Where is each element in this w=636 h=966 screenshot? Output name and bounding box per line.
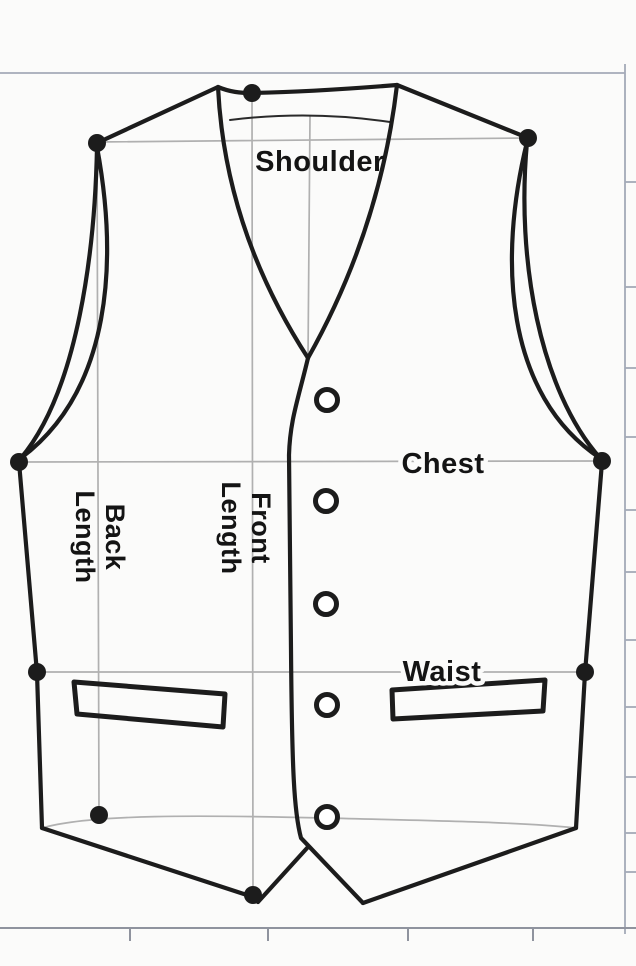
front-length-label: FrontLength bbox=[216, 482, 276, 575]
back-length-measure-line bbox=[96, 142, 100, 816]
left-panel-hem bbox=[39, 825, 311, 905]
right-pocket bbox=[389, 677, 548, 722]
vest-button-2 bbox=[313, 488, 339, 514]
left-waist-dot bbox=[28, 663, 46, 681]
ruler-bottom-ticks bbox=[129, 928, 534, 941]
right-side-seam bbox=[573, 459, 605, 831]
vest-button-5 bbox=[314, 804, 340, 830]
back-neck-edge bbox=[215, 82, 400, 96]
back-length-label: BackLength bbox=[70, 491, 130, 584]
front-length-top-dot bbox=[243, 84, 261, 102]
labels: Shoulder Chest Waist BackLength FrontLen… bbox=[70, 146, 489, 693]
chest-measure-line bbox=[18, 460, 603, 463]
measurement-dots bbox=[10, 84, 611, 904]
ruler-frame bbox=[0, 64, 636, 941]
front-length-measure-line bbox=[251, 92, 254, 898]
left-side-seam bbox=[16, 459, 45, 831]
vest-button-1 bbox=[314, 387, 340, 413]
shoulder-label: Shoulder bbox=[255, 146, 385, 178]
pockets bbox=[71, 677, 548, 730]
waist-label: Waist bbox=[403, 656, 482, 688]
vest-outline bbox=[16, 82, 605, 906]
right-shoulder-dot bbox=[519, 129, 537, 147]
center-front-measure-line bbox=[307, 115, 311, 359]
vest-button-4 bbox=[314, 692, 340, 718]
ruler-right-ticks bbox=[625, 181, 636, 873]
hem-measure-line bbox=[41, 815, 577, 829]
left-armhole-front-edge bbox=[18, 144, 110, 461]
shoulder-measure-line bbox=[96, 137, 529, 143]
right-panel-hem bbox=[360, 825, 579, 906]
left-pocket bbox=[71, 679, 228, 730]
front-length-bottom-dot bbox=[244, 886, 262, 904]
vest-button-3 bbox=[313, 591, 339, 617]
left-shoulder-seam bbox=[94, 84, 221, 146]
left-neckline-edge bbox=[215, 84, 311, 361]
button-row bbox=[313, 387, 340, 830]
right-armhole-back-edge bbox=[522, 139, 603, 461]
right-waist-dot bbox=[576, 663, 594, 681]
back-collar-seam bbox=[229, 114, 391, 123]
left-armhole-back-edge bbox=[18, 144, 100, 461]
front-placket-edge bbox=[286, 355, 366, 906]
left-chest-dot bbox=[10, 453, 28, 471]
right-shoulder-seam bbox=[394, 82, 531, 141]
back-length-bottom-dot bbox=[90, 806, 108, 824]
right-neckline-edge bbox=[305, 82, 400, 361]
right-chest-dot bbox=[593, 452, 611, 470]
left-shoulder-dot bbox=[88, 134, 106, 152]
right-armhole-front-edge bbox=[509, 139, 603, 461]
chest-label: Chest bbox=[401, 448, 484, 480]
